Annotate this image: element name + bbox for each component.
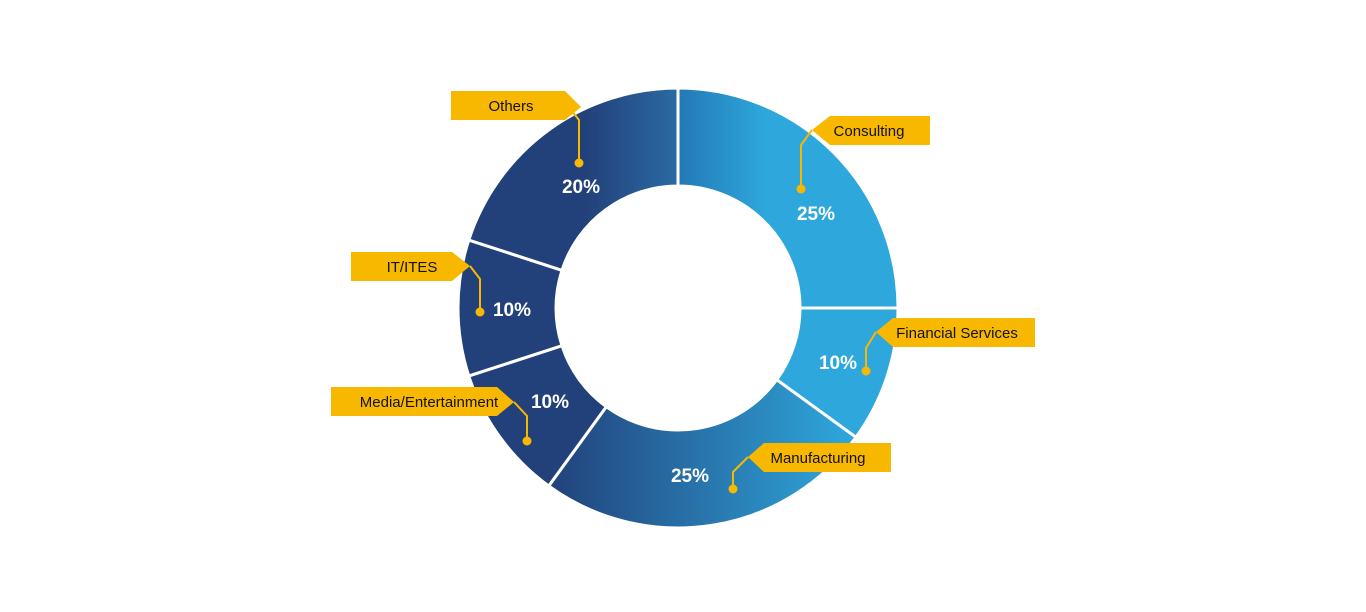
leader-dot (475, 307, 485, 317)
label-tag (451, 91, 565, 120)
category-label: Manufacturing (770, 450, 865, 467)
category-label: Others (488, 98, 533, 115)
leader-line (732, 456, 749, 489)
value-label: 25% (797, 204, 835, 225)
slice-others (466, 86, 680, 273)
category-label: Consulting (834, 123, 905, 140)
leader-line (469, 265, 481, 312)
label-tag (764, 443, 891, 472)
leader-dot (574, 158, 584, 168)
slice-consulting (676, 86, 900, 310)
leader-line (513, 401, 528, 441)
slice-manufacturing (546, 377, 859, 530)
label-tag-notch (452, 252, 470, 281)
value-label: 10% (819, 353, 857, 374)
callout-it-ites: IT/ITES 10% (351, 252, 531, 321)
value-label: 25% (671, 466, 709, 487)
label-tag (331, 387, 497, 416)
leader-dot (728, 484, 738, 494)
label-tag-notch (812, 116, 830, 145)
category-label: Financial Services (896, 325, 1018, 342)
callout-financial-services: Financial Services 10% (819, 318, 1035, 376)
value-label: 20% (562, 177, 600, 198)
label-tag-notch (876, 318, 893, 347)
callout-media-entertainment: Media/Entertainment 10% (331, 387, 569, 446)
callout-consulting: Consulting 25% (796, 116, 930, 225)
leader-line (566, 104, 580, 163)
label-tag (893, 318, 1035, 347)
leader-dot (522, 436, 532, 446)
leader-dot (861, 366, 871, 376)
leader-line (800, 129, 813, 189)
leader-line (865, 331, 877, 371)
callout-others: Others 20% (451, 91, 600, 198)
value-label: 10% (531, 392, 569, 413)
category-label: Media/Entertainment (360, 394, 499, 411)
category-label: IT/ITES (387, 259, 438, 276)
callout-manufacturing: Manufacturing 25% (671, 443, 891, 494)
label-tag-notch (497, 387, 514, 416)
label-tag-notch (748, 443, 764, 472)
label-tag (830, 116, 930, 145)
leader-dot (796, 184, 806, 194)
label-tag (351, 252, 452, 281)
value-label: 10% (493, 300, 531, 321)
label-tag-notch (565, 91, 581, 120)
